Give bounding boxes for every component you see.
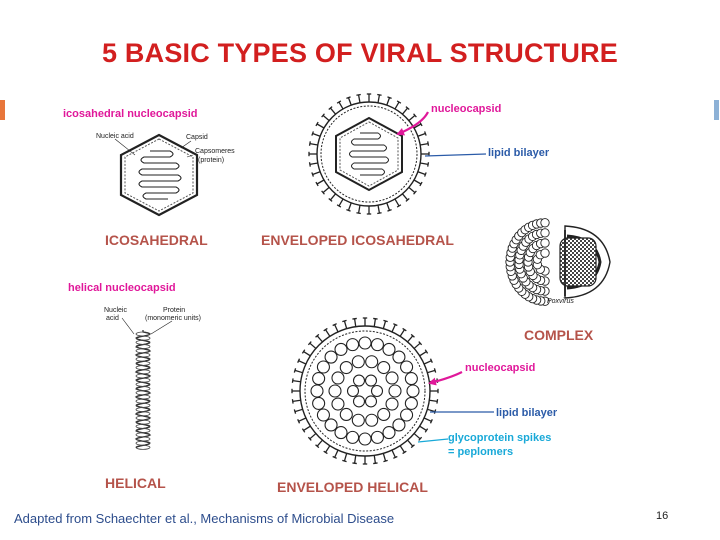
poxvirus-surface (505, 218, 550, 306)
nucleocapsid-label-bottom: nucleocapsid (465, 362, 536, 374)
poxvirus-label: Poxvirus (547, 298, 574, 305)
helical-virus (121, 317, 173, 450)
page-number: 16 (656, 510, 669, 522)
protein-label: Protein (163, 307, 186, 314)
nucleic-label: Nucleic (104, 307, 127, 314)
enveloped-helical-virus (291, 317, 439, 465)
helical-coil (134, 330, 152, 450)
monomeric-units-label: (monomeric units) (145, 315, 202, 322)
enveloped-icosahedral-type-label: ENVELOPED ICOSAHEDRAL (261, 232, 454, 248)
source-citation: Adapted from Schaechter et al., Mechanis… (14, 511, 395, 526)
left-accent-bar (0, 100, 5, 120)
envelope-spikes (308, 93, 430, 215)
slide-title: 5 BASIC TYPES OF VIRAL STRUCTURE (102, 38, 618, 68)
helical-type-label: HELICAL (105, 475, 166, 491)
glycoprotein-spikes-label: glycoprotein spikes = peplomers (448, 431, 551, 459)
complex-type-label: COMPLEX (524, 327, 594, 343)
icosahedral-virus (114, 133, 199, 217)
glycoprotein-spikes-text: glycoprotein spikes (448, 432, 552, 444)
lipid-bilayer-label-bottom: lipid bilayer (496, 407, 558, 419)
capsomeres-protein-label: (protein) (198, 157, 225, 164)
capsid-label: Capsid (186, 134, 208, 141)
enveloped-helical-coil (310, 336, 420, 446)
acid-label: acid (106, 315, 119, 322)
right-accent-bar (714, 100, 719, 120)
poxvirus-complex (505, 218, 611, 306)
glycoprotein-spikes (291, 317, 439, 465)
nucleic-acid-label: Nucleic acid (96, 133, 134, 140)
icosahedral-type-label: ICOSAHEDRAL (105, 232, 208, 248)
nucleocapsid-label-top: nucleocapsid (431, 103, 502, 115)
enveloped-helical-type-label: ENVELOPED HELICAL (277, 479, 428, 495)
capsomeres-label: Capsomeres (195, 148, 235, 155)
annotation-pointers (396, 111, 494, 443)
helical-nucleocapsid-label: helical nucleocapsid (68, 282, 176, 294)
lipid-bilayer-label-top: lipid bilayer (488, 147, 550, 159)
enveloped-icosahedral-virus (308, 93, 430, 215)
icosahedral-nucleocapsid-label: icosahedral nucleocapsid (63, 108, 198, 120)
peplomers-text: = peplomers (448, 446, 514, 458)
